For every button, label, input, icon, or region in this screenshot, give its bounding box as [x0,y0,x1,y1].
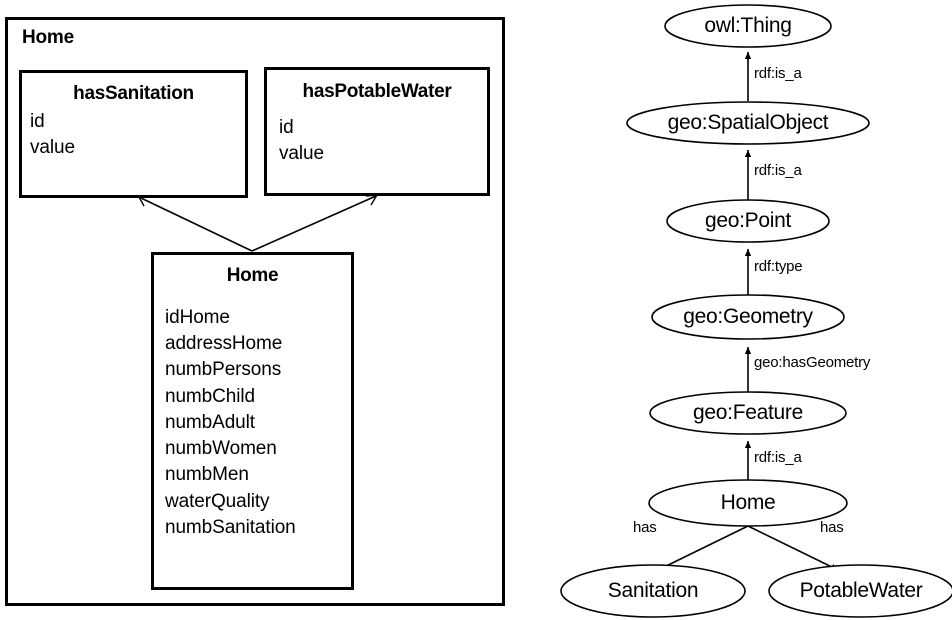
ontology-node-label-geo-feature: geo:Feature [693,401,803,424]
ontology-node-owl-thing [664,4,832,48]
uml-attribute: numbSanitation [165,516,296,538]
ontology-node-label-home: Home [720,491,776,514]
ontology-edge-label-rdf-is-a-1: rdf:is_a [754,65,802,82]
uml-attribute: waterQuality [165,490,270,512]
uml-attribute: addressHome [165,333,283,355]
uml-attribute: id [279,117,294,138]
ontology-node-label-geo-point: geo:Point [704,209,792,232]
ontology-graph-svg [560,4,952,618]
ontology-node-potablewater [768,564,952,618]
ontology-node-label-geo-geometry: geo:Geometry [683,305,813,328]
ontology-edge-label-geo-hasgeometry: geo:hasGeometry [754,354,871,371]
uml-attribute-list-has-potable-water: id value [267,115,487,167]
ontology-node-sanitation [560,564,746,618]
uml-attribute: numbChild [165,385,255,407]
uml-attribute: id [30,111,45,132]
uml-class-title-home: Home [226,265,279,286]
ontology-node-geo-geometry [651,294,845,340]
uml-class-box-home: Home idHome addressHome numbPersons numb… [151,252,354,590]
ontology-node-label-geo-spatialobject: geo:SpatialObject [667,111,829,134]
ontology-edge-label-has-sanitation: has [633,519,657,536]
ontology-node-home [648,479,848,527]
uml-outer-package-label: Home [22,27,74,48]
uml-attribute: value [30,137,75,159]
uml-attribute: idHome [165,307,230,328]
uml-attribute: value [279,143,324,165]
uml-class-box-has-potable-water: hasPotableWater id value [264,67,490,196]
uml-class-box-has-sanitation: hasSanitation id value [19,70,248,198]
uml-class-title-has-sanitation: hasSanitation [73,83,194,104]
ontology-edge-label-rdf-is-a-2: rdf:is_a [754,162,802,179]
ontology-edge-label-rdf-is-a-3: rdf:is_a [754,449,802,466]
uml-class-title-has-potable-water: hasPotableWater [302,81,452,102]
uml-attribute: numbMen [165,464,249,486]
uml-attribute: numbAdult [165,411,255,433]
ontology-node-label-potablewater: PotableWater [799,579,923,602]
ontology-node-label-sanitation: Sanitation [607,579,699,602]
uml-attribute-list-has-sanitation: id value [22,109,245,161]
uml-attribute: numbPersons [165,359,282,381]
uml-attribute: numbWomen [165,438,277,460]
ontology-graph-panel: owl:Thing geo:SpatialObject geo:Point ge… [520,0,952,620]
uml-attribute-list-home: idHome addressHome numbPersons numbChild… [154,305,351,541]
ontology-node-geo-point [666,199,830,243]
ontology-edge-label-has-potablewater: has [820,519,844,536]
ontology-edge-label-rdf-type: rdf:type [754,258,803,275]
ontology-node-geo-feature [649,391,847,435]
ontology-node-label-owl-thing: owl:Thing [704,14,792,37]
ontology-node-geo-spatialobject [626,101,870,145]
